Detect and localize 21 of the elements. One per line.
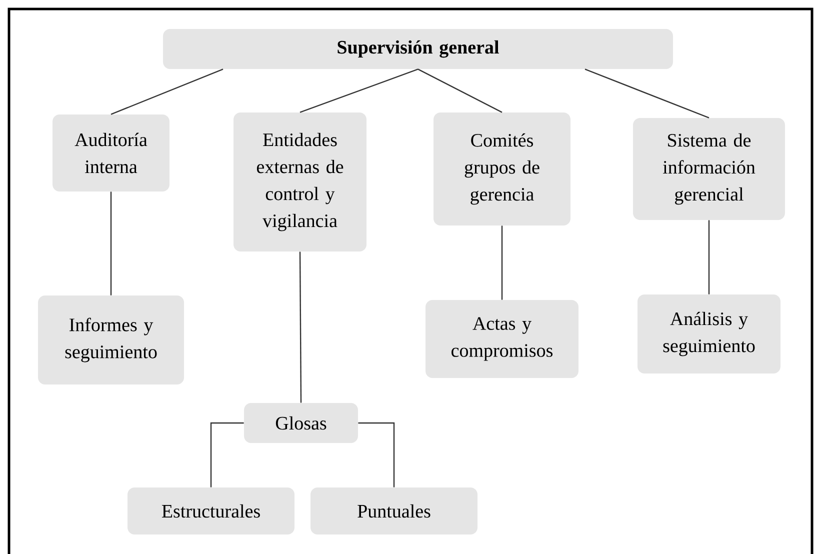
connector-line [300,68,418,113]
process-box: Informes y seguimiento [38,296,184,384]
connector-line [210,422,244,488]
connector-line [418,68,502,113]
connector-line [584,68,710,118]
process-box: Análisis y seguimiento [638,294,780,374]
process-box: Auditoría interna [52,114,170,192]
process-box: Entidades externas de control y vigilancia [234,112,366,252]
process-box: Actas y compromisos [426,300,578,378]
connector-line [110,192,112,296]
process-box: Estructurales [128,488,294,534]
connector-line [708,220,710,294]
process-box: Comités grupos de gerencia [434,112,570,226]
process-box: Glosas [244,403,358,443]
process-box: Puntuales [310,488,478,534]
connector-line [110,68,224,115]
connector-line [501,226,503,300]
connector-line [358,422,395,488]
process-box: Supervisión general [163,29,673,69]
process-box: Sistema de información gerencial [633,118,785,220]
connector-line [299,252,302,403]
